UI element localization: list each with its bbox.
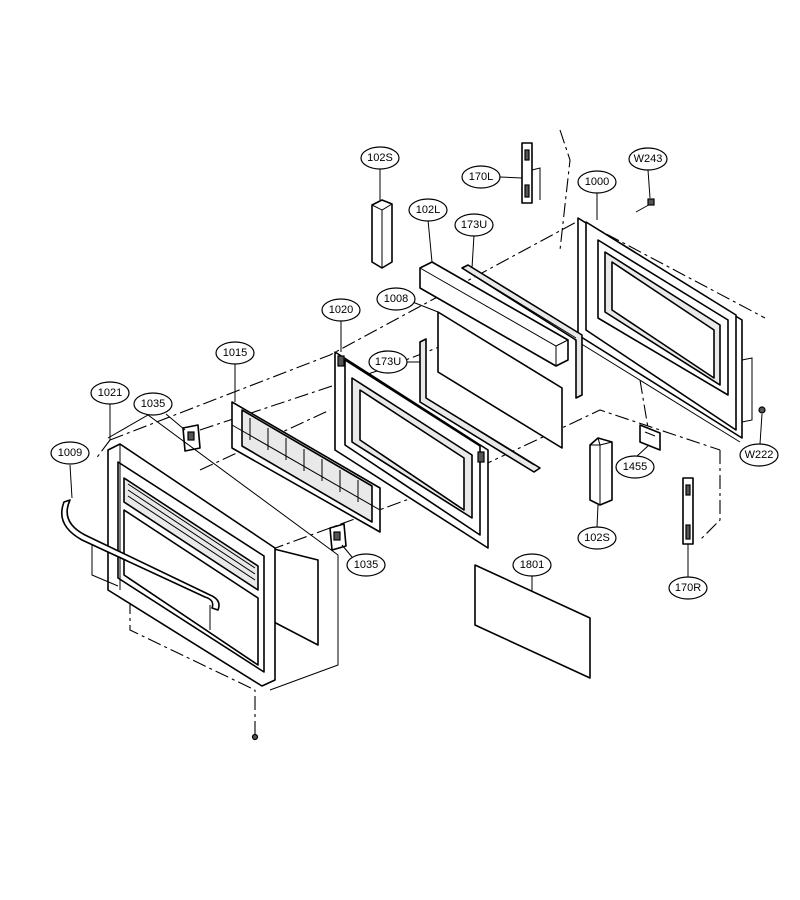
callout-102s-top: 102S: [360, 146, 400, 170]
callout-1008-text: 1008: [384, 293, 408, 305]
part-102s-lower-block: [589, 437, 613, 506]
part-front-inner-glass: [269, 547, 319, 646]
callout-1015-text: 1015: [223, 347, 247, 359]
callout-173u-lower: 173U: [368, 350, 408, 374]
part-1035-bracket-lower: [329, 523, 347, 551]
callout-1000-text: 1000: [585, 176, 609, 188]
callout-1015: 1015: [215, 341, 255, 365]
callout-170r-text: 170R: [675, 582, 701, 594]
callout-170r: 170R: [668, 576, 708, 600]
callout-1455-text: 1455: [623, 461, 647, 473]
leader-lines: [69, 169, 763, 592]
part-1000-door-frame: [574, 217, 753, 443]
callout-1020-text: 1020: [329, 304, 353, 316]
callout-1021: 1021: [90, 381, 130, 405]
callout-1009-text: 1009: [58, 447, 82, 459]
callout-170l-text: 170L: [469, 171, 493, 183]
part-1455-bracket: [639, 424, 661, 451]
callout-w243: W243: [628, 147, 668, 171]
callout-1035-upper-text: 1035: [141, 398, 165, 410]
callout-173u-lower-text: 173U: [375, 356, 401, 368]
callout-173u-upper: 173U: [454, 213, 494, 237]
callout-1035-upper: 1035: [133, 392, 173, 416]
callout-1008: 1008: [376, 287, 416, 311]
part-1008-glass-panel: [437, 311, 563, 449]
part-front-door: [107, 443, 276, 687]
callout-w222: W222: [739, 443, 779, 467]
part-173u-lower-strip: [419, 338, 541, 473]
callout-1020: 1020: [321, 298, 361, 322]
callout-102l-text: 102L: [416, 204, 440, 216]
part-1015-vent-panel: [231, 401, 381, 533]
part-w243-screw: [635, 198, 655, 213]
part-170l-hinge: [521, 142, 541, 204]
callout-102s-top-text: 102S: [367, 152, 393, 164]
callout-1000: 1000: [577, 170, 617, 194]
callout-1009: 1009: [50, 441, 90, 465]
part-1021-liner: [107, 414, 339, 691]
callout-102s-bottom: 102S: [577, 526, 617, 550]
part-102s-upper-block: [371, 199, 393, 269]
part-1801-label-plate: [474, 564, 591, 679]
callout-w222-text: W222: [745, 449, 774, 461]
callout-1801: 1801: [512, 553, 552, 577]
part-1020-inner-frame: [334, 351, 489, 549]
callout-102l: 102L: [408, 198, 448, 222]
callout-170l: 170L: [461, 165, 501, 189]
callout-1035-lower: 1035: [346, 553, 386, 577]
part-170r-hinge: [682, 477, 694, 545]
part-173u-upper-strip: [461, 264, 583, 399]
callout-1021-text: 1021: [98, 387, 122, 399]
callout-w243-text: W243: [634, 153, 663, 165]
callout-1801-text: 1801: [520, 559, 544, 571]
part-door-bottom-screw: [251, 733, 259, 741]
part-1009-handle: [60, 499, 220, 630]
callout-102s-bottom-text: 102S: [584, 532, 610, 544]
callout-173u-upper-text: 173U: [461, 219, 487, 231]
part-w222-screw: [758, 406, 766, 414]
callout-1455: 1455: [615, 455, 655, 479]
callout-1035-lower-text: 1035: [354, 559, 378, 571]
